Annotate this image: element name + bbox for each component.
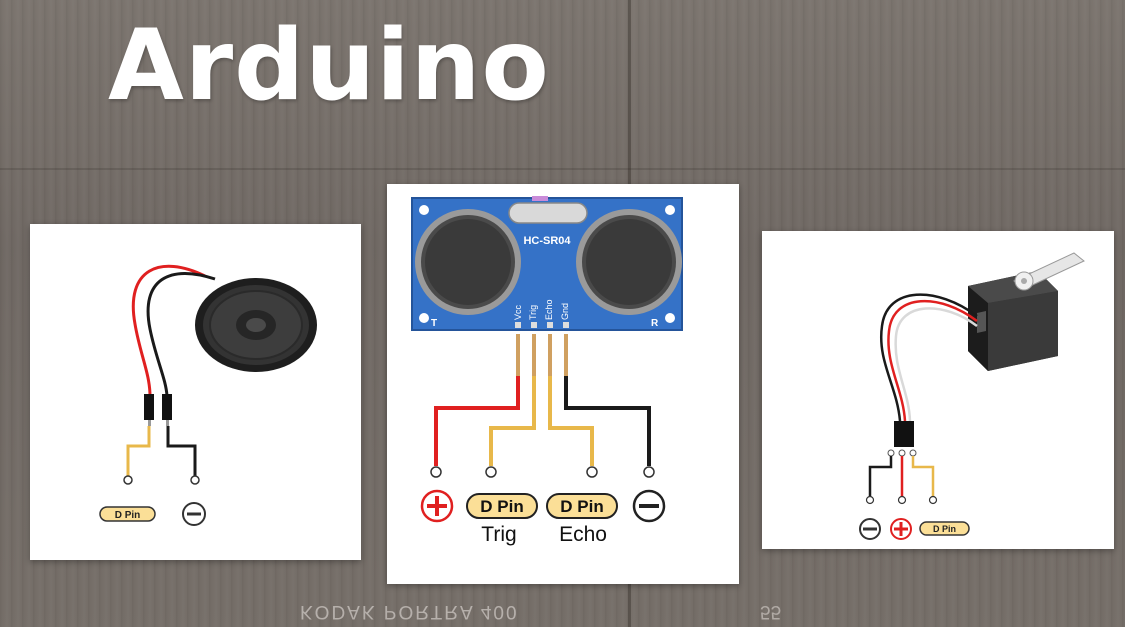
film-edge-text: KODAK PORTRA 400	[300, 601, 519, 622]
minus-circle-icon	[859, 518, 881, 540]
servo-wiring-diagram: D Pin	[859, 252, 1085, 540]
wire-connector	[162, 394, 172, 420]
pin-label-trig: Trig	[528, 305, 538, 320]
transmitter-label: T	[431, 318, 437, 329]
speaker-wiring-diagram: D Pin	[99, 264, 317, 526]
plus-circle-icon	[890, 518, 912, 540]
receiver-label: R	[651, 318, 659, 329]
plus-circle-icon	[420, 489, 454, 523]
d-pin-label-pill	[99, 506, 156, 522]
servo-motor-icon	[968, 252, 1085, 371]
wood-plank-gap	[0, 168, 1125, 170]
receiver-icon	[576, 209, 682, 315]
minus-circle-icon	[182, 502, 206, 526]
speaker-card: D Pin	[30, 224, 361, 560]
transmitter-icon	[415, 209, 521, 315]
minus-circle-icon	[632, 489, 666, 523]
module-name: HC-SR04	[523, 235, 571, 247]
servo-d-pin-label: D Pin	[933, 524, 956, 534]
echo-caption: Echo	[559, 523, 607, 546]
servo-card: D Pin	[762, 231, 1114, 549]
pin-label-vcc: Vcc	[513, 304, 523, 320]
servo-connector	[894, 421, 914, 447]
echo-d-pin-pill	[546, 493, 618, 519]
trig-caption: Trig	[481, 523, 516, 546]
trig-d-pin-label: D Pin	[480, 497, 523, 516]
pin-label-gnd: Gnd	[560, 303, 570, 320]
pin-label-echo: Echo	[544, 299, 554, 320]
page-title: Arduino	[108, 9, 550, 123]
crystal-oscillator	[508, 202, 588, 224]
ultrasonic-sensor-card: HC-SR04 T R Vcc Trig Echo Gnd	[387, 184, 739, 584]
d-pin-label: D Pin	[115, 510, 141, 521]
echo-d-pin-label: D Pin	[560, 497, 603, 516]
speaker-icon	[195, 278, 317, 372]
film-edge-suffix: 55	[760, 601, 782, 622]
header-pins	[516, 334, 568, 376]
servo-d-pin-pill	[919, 521, 970, 536]
wire-connector	[144, 394, 154, 420]
ultrasonic-wiring-diagram: HC-SR04 T R Vcc Trig Echo Gnd	[411, 196, 683, 546]
trig-d-pin-pill	[466, 493, 538, 519]
